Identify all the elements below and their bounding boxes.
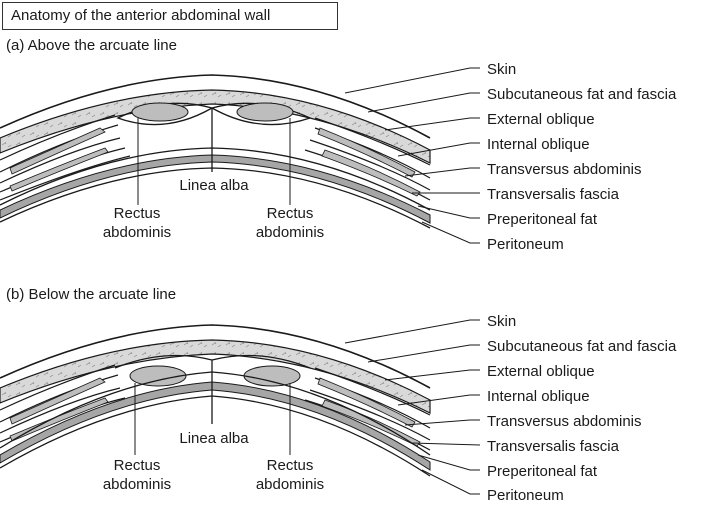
label-transversalis-fascia-a: Transversalis fascia <box>487 186 620 203</box>
label-peritoneum-a: Peritoneum <box>487 236 564 253</box>
panel-b-drawing <box>0 319 481 495</box>
panel-a-subtitle: (a) Above the arcuate line <box>6 37 177 54</box>
label-rectus-left-b-2: abdominis <box>103 476 171 493</box>
label-transversus-a: Transversus abdominis <box>487 161 642 178</box>
label-rectus-right-b-1: Rectus <box>267 457 314 474</box>
label-rectus-right-a-1: Rectus <box>267 205 314 222</box>
label-external-oblique-a: External oblique <box>487 111 595 128</box>
label-transversus-b: Transversus abdominis <box>487 413 642 430</box>
label-external-oblique-b: External oblique <box>487 363 595 380</box>
label-rectus-left-b-1: Rectus <box>114 457 161 474</box>
figure-title: Anatomy of the anterior abdominal wall <box>2 2 338 30</box>
label-skin-a: Skin <box>487 61 516 78</box>
label-internal-oblique-b: Internal oblique <box>487 388 590 405</box>
label-rectus-right-a-2: abdominis <box>256 224 324 241</box>
label-subcutaneous-b: Subcutaneous fat and fascia <box>487 338 677 355</box>
label-preperitoneal-fat-a: Preperitoneal fat <box>487 211 598 228</box>
label-rectus-left-a-2: abdominis <box>103 224 171 241</box>
panel-b-subtitle: (b) Below the arcuate line <box>6 286 177 303</box>
label-linea-alba-b: Linea alba <box>179 430 249 447</box>
label-linea-alba-a: Linea alba <box>179 177 249 194</box>
label-preperitoneal-fat-b: Preperitoneal fat <box>487 463 598 480</box>
label-internal-oblique-a: Internal oblique <box>487 136 590 153</box>
label-rectus-left-a-1: Rectus <box>114 205 161 222</box>
label-skin-b: Skin <box>487 313 516 330</box>
label-transversalis-fascia-b: Transversalis fascia <box>487 438 620 455</box>
label-subcutaneous-a: Subcutaneous fat and fascia <box>487 86 677 103</box>
label-peritoneum-b: Peritoneum <box>487 487 564 504</box>
label-rectus-right-b-2: abdominis <box>256 476 324 493</box>
panel-a-drawing <box>0 67 480 244</box>
